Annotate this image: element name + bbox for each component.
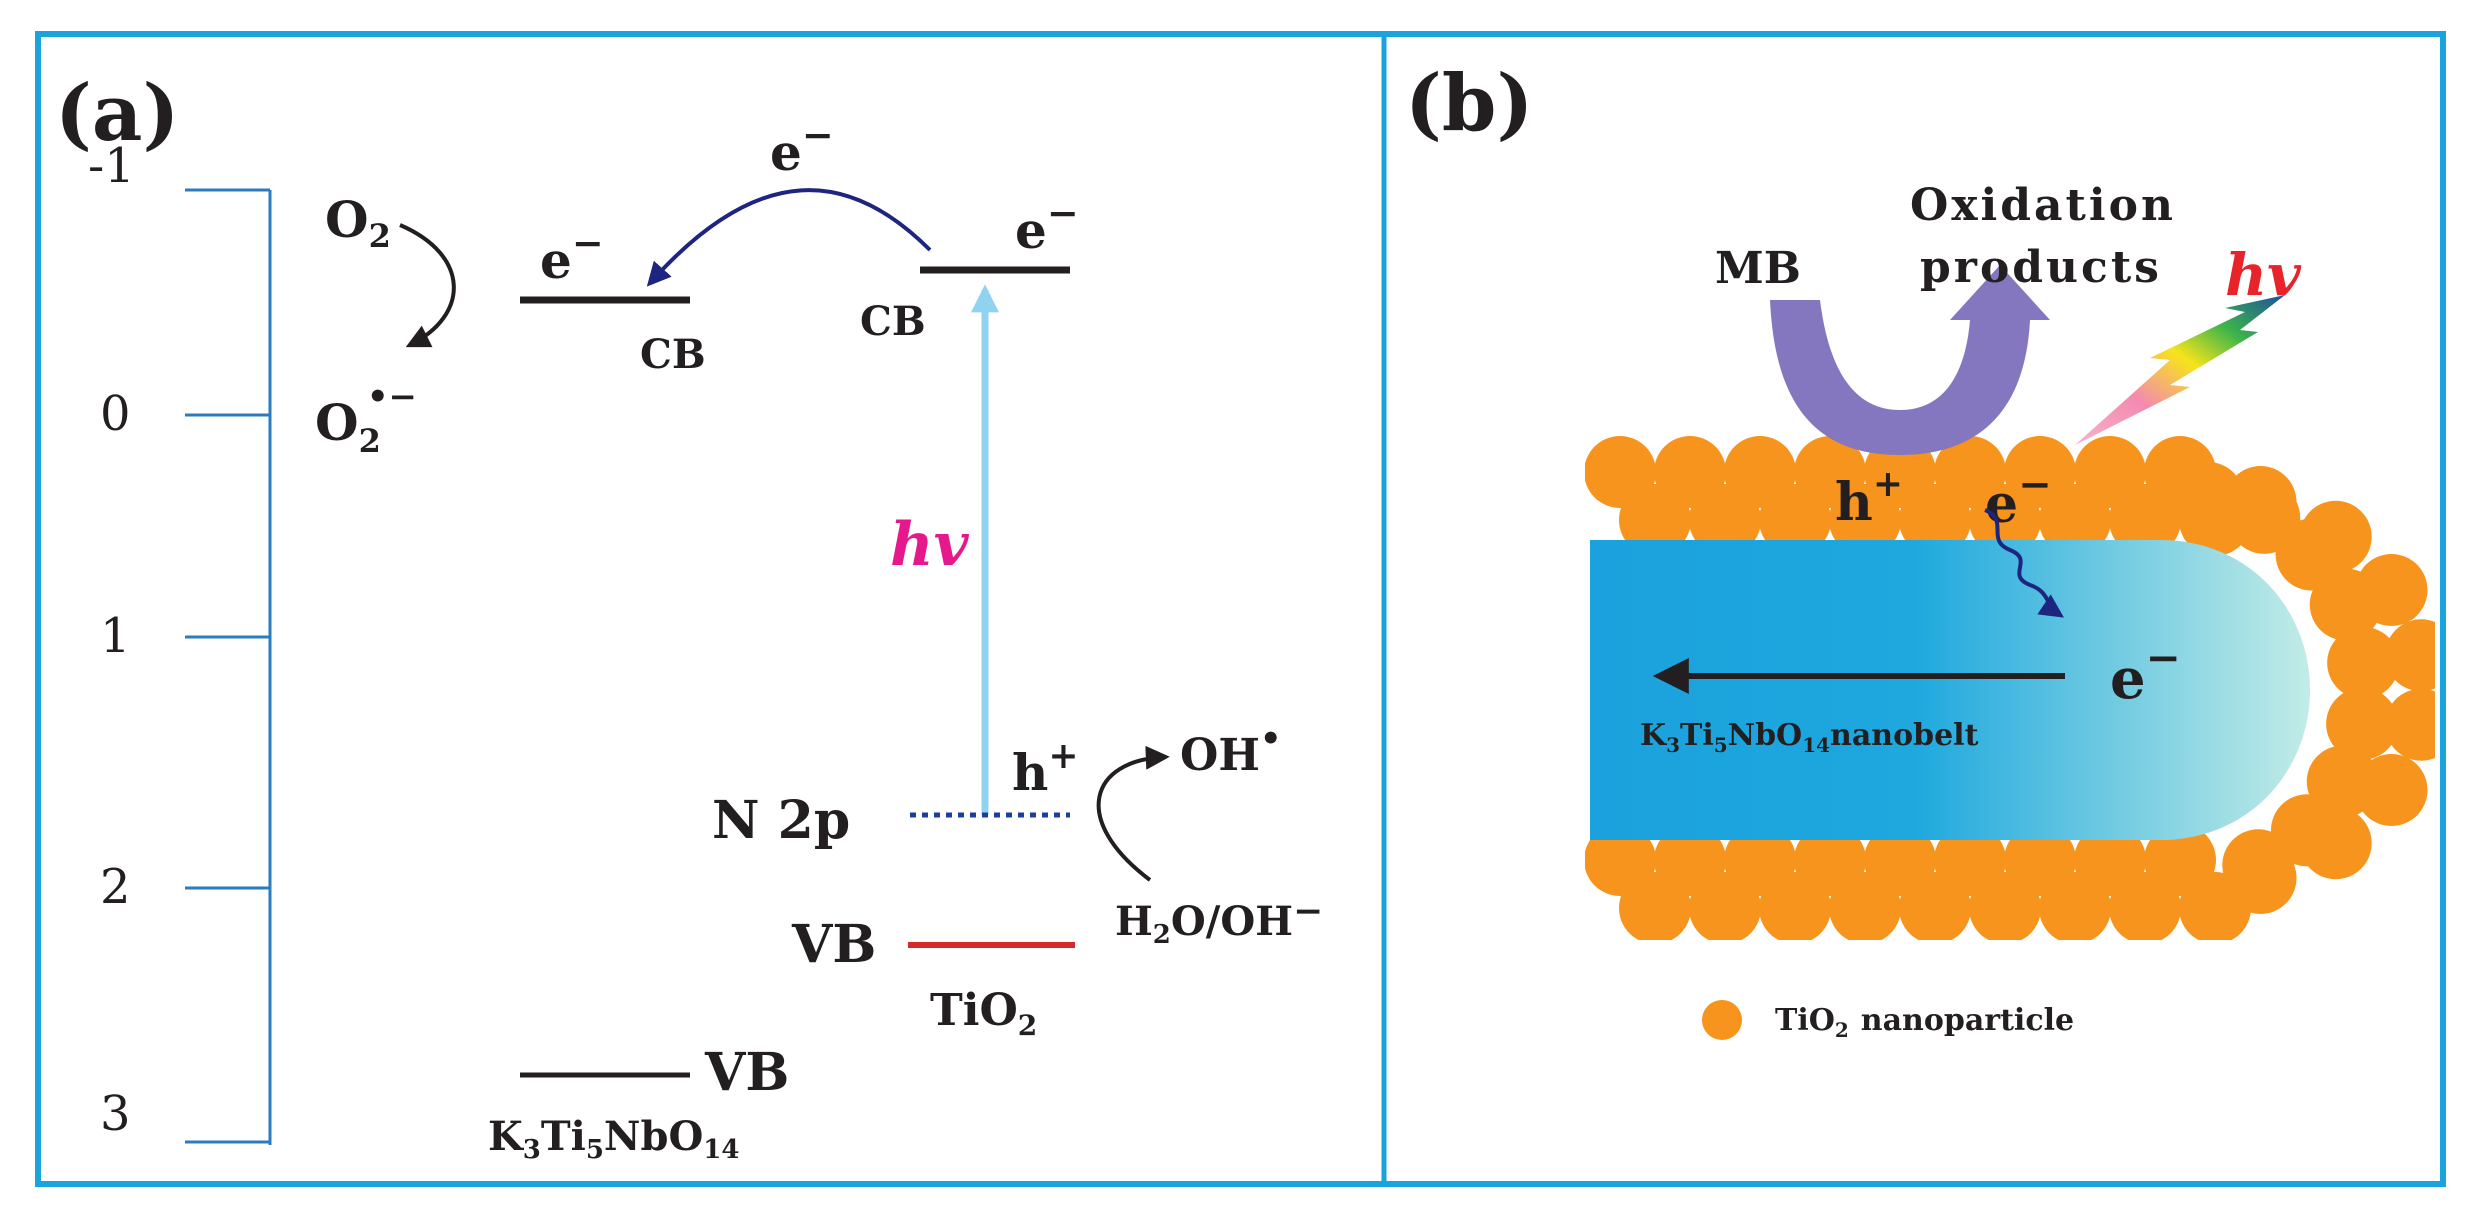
tio2-nanoparticle bbox=[2326, 687, 2399, 760]
oxidation-products-line1: Oxidation bbox=[1910, 180, 2176, 231]
tio2-nanoparticle bbox=[1689, 484, 1761, 556]
electron-transfer-arrow bbox=[646, 188, 932, 287]
cb-label: CB bbox=[640, 331, 706, 378]
oh-radical-label: OH• bbox=[1180, 719, 1282, 781]
electron-label: e− bbox=[540, 220, 604, 290]
nanobelt-assembly bbox=[1585, 436, 2435, 940]
tio2-nanoparticle bbox=[1829, 872, 1901, 940]
tio2-nanoparticle bbox=[1619, 872, 1691, 940]
tio2-nanoparticle bbox=[1899, 872, 1971, 940]
tio2-nanoparticle bbox=[2355, 554, 2428, 626]
nanobelt-label: K3Ti5NbO14nanobelt bbox=[1640, 718, 1979, 757]
tio2-nanoparticle bbox=[2171, 461, 2244, 534]
tio2-nanoparticle bbox=[2385, 688, 2435, 761]
electron-label: e− bbox=[2110, 633, 2181, 712]
electron-injection-arrow bbox=[1984, 508, 2064, 618]
electron-label: e− bbox=[770, 112, 834, 182]
water-label: H2O/OH− bbox=[1115, 890, 1323, 950]
tio2-nanoparticle bbox=[2109, 484, 2181, 556]
outer-frame bbox=[35, 31, 2446, 1187]
electron-label: e− bbox=[1985, 461, 2052, 535]
tick-label: 2 bbox=[100, 859, 131, 915]
tio2-nanoparticle bbox=[2039, 484, 2111, 556]
o2-label: O2 bbox=[325, 190, 391, 255]
tio2-nanoparticle bbox=[2327, 626, 2400, 699]
tio2-nanoparticle bbox=[1969, 484, 2041, 556]
tio2-nanoparticle bbox=[1689, 872, 1761, 940]
tio2-label: TiO2 bbox=[930, 985, 1037, 1042]
hv-label: hv bbox=[890, 510, 970, 580]
tio2-nanoparticle bbox=[2224, 466, 2297, 539]
tio2-nanoparticle bbox=[1899, 484, 1971, 556]
compound-label: K3Ti5NbO14 bbox=[488, 1113, 739, 1165]
tio2-nanoparticle bbox=[2224, 841, 2297, 914]
tio2-nanoparticle bbox=[2109, 872, 2181, 940]
tio2-nanoparticle bbox=[1969, 872, 2041, 940]
tio2-nanoparticle bbox=[1829, 484, 1901, 556]
tio2-nanoparticle bbox=[2039, 872, 2111, 940]
oxidation-products-line2: products bbox=[1920, 242, 2162, 293]
tio2-nanoparticle bbox=[2299, 500, 2372, 573]
o2-reduction-arrow bbox=[399, 223, 456, 348]
mb-arrow bbox=[1770, 265, 2050, 455]
hole-label: h+ bbox=[1012, 735, 1079, 802]
axis-tick-labels: -1 0 1 2 3 bbox=[88, 138, 135, 1142]
nanobelt bbox=[1590, 540, 2310, 840]
tio2-nanoparticles bbox=[1585, 436, 2435, 940]
tick-label: 1 bbox=[100, 608, 131, 664]
tick-label: 0 bbox=[100, 386, 131, 442]
tio2-nanoparticle bbox=[1619, 484, 1691, 556]
vb-label: VB bbox=[704, 1042, 789, 1103]
energy-axis bbox=[185, 188, 272, 1145]
legend-nanoparticle-swatch bbox=[1702, 1000, 1742, 1040]
tio2-nanoparticle bbox=[2355, 754, 2428, 826]
tio2-nanoparticle bbox=[2299, 807, 2372, 880]
hv-label: hv bbox=[2225, 241, 2302, 309]
vb-label: VB bbox=[791, 914, 876, 975]
panel-a-label: (a) bbox=[55, 68, 179, 159]
tio2-nanoparticle bbox=[1759, 872, 1831, 940]
tick-label: 3 bbox=[100, 1086, 131, 1142]
hole-label: h+ bbox=[1835, 463, 1903, 533]
electron-label: e− bbox=[1015, 190, 1079, 260]
oxidation-arrow bbox=[1096, 745, 1170, 882]
tio2-nanoparticle bbox=[2385, 619, 2435, 692]
panel-b-label: (b) bbox=[1405, 58, 1533, 149]
n2p-label: N 2p bbox=[712, 790, 850, 851]
cb-label: CB bbox=[860, 298, 926, 345]
tick-label: -1 bbox=[88, 138, 135, 194]
mb-label: MB bbox=[1715, 243, 1801, 294]
superoxide-label: O2•− bbox=[315, 377, 417, 460]
tio2-nanoparticle bbox=[1759, 484, 1831, 556]
light-bolt-icon bbox=[2075, 295, 2285, 445]
